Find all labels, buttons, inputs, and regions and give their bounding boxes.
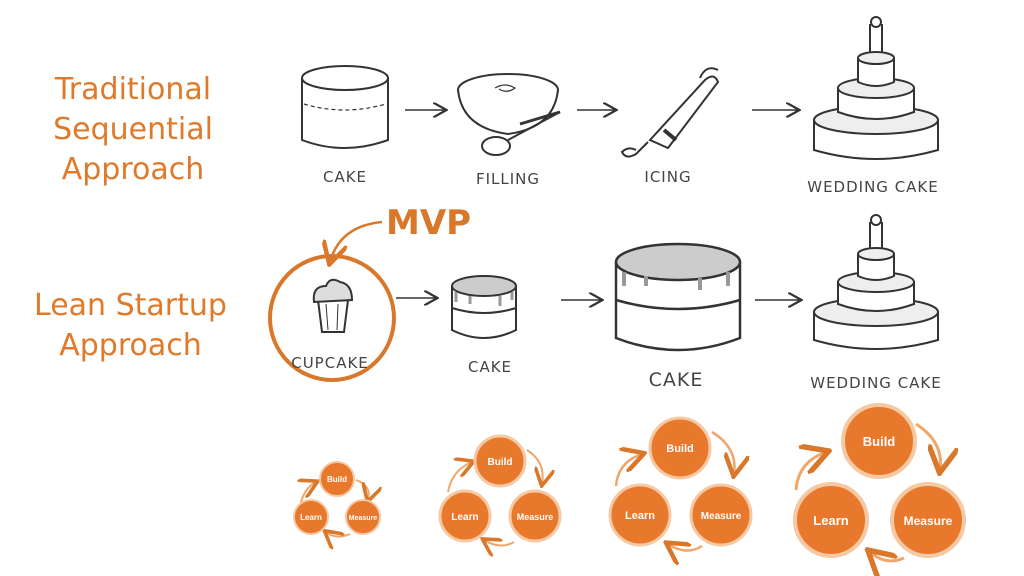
- build-measure-learn-cycle-4: Build Learn Measure: [793, 403, 966, 561]
- build-node: [648, 416, 712, 480]
- measure-node: [689, 483, 753, 547]
- lean-step-label: CAKE: [649, 369, 704, 391]
- learn-label: Learn: [300, 513, 322, 522]
- traditional-step-label: ICING: [644, 168, 691, 186]
- measure-label: Measure: [349, 515, 378, 522]
- build-label: Build: [488, 457, 513, 468]
- measure-node: [890, 482, 966, 558]
- learn-node: [438, 489, 492, 543]
- learn-node: [608, 483, 672, 547]
- lean-step-label: WEDDING CAKE: [810, 374, 942, 392]
- icing-bag-drawing: [620, 67, 720, 158]
- measure-label: Measure: [904, 514, 953, 528]
- traditional-step-label: CAKE: [323, 168, 367, 186]
- wedding-cake-drawing: [813, 214, 939, 350]
- small-cake-drawing: [451, 275, 517, 339]
- build-measure-learn-cycle-1: Build Learn Measure: [293, 461, 381, 537]
- large-cake-drawing: [614, 242, 742, 352]
- build-node: [473, 434, 527, 488]
- lean-step-label: CUPCAKE: [291, 354, 369, 372]
- learn-label: Learn: [451, 512, 478, 523]
- build-node: [319, 461, 355, 497]
- measure-node: [345, 499, 381, 535]
- mvp-label: MVP: [386, 203, 472, 243]
- learn-node: [293, 499, 329, 535]
- lean-step-label: CAKE: [468, 358, 512, 376]
- traditional-step-label: FILLING: [476, 170, 540, 188]
- build-measure-learn-cycle-2: Build Learn Measure: [438, 434, 562, 546]
- learn-label: Learn: [813, 513, 848, 528]
- learn-node: [793, 482, 869, 558]
- measure-label: Measure: [701, 511, 742, 522]
- cupcake-drawing: [312, 278, 354, 333]
- traditional-step-label: WEDDING CAKE: [807, 178, 939, 196]
- build-label: Build: [863, 434, 896, 449]
- measure-node: [508, 489, 562, 543]
- cake-layer-drawing: [301, 65, 389, 149]
- mvp-highlight-circle: [268, 254, 396, 382]
- filling-bowl-drawing: [457, 73, 561, 156]
- wedding-cake-drawing: [813, 16, 939, 160]
- build-label: Build: [327, 475, 347, 484]
- build-measure-learn-cycle-3: Build Learn Measure: [608, 416, 753, 551]
- measure-label: Measure: [517, 512, 554, 522]
- build-label: Build: [666, 443, 694, 455]
- learn-label: Learn: [625, 510, 655, 522]
- build-node: [841, 403, 917, 479]
